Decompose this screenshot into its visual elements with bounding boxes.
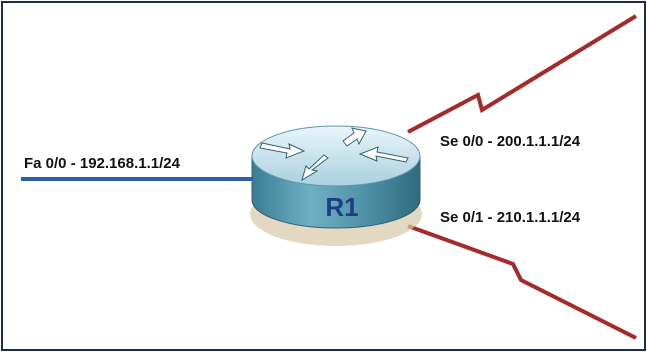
interface-label-se0-1: Se 0/1 - 210.1.1.1/24 xyxy=(440,209,581,226)
serial-link-se0 xyxy=(407,14,638,134)
interface-label-fa0-0: Fa 0/0 - 192.168.1.1/24 xyxy=(24,155,180,172)
serial-link-se1 xyxy=(407,224,637,340)
interface-label-se0-0: Se 0/0 - 200.1.1.1/24 xyxy=(440,133,581,150)
router-icon xyxy=(250,125,422,246)
router-label: R1 xyxy=(325,192,359,222)
